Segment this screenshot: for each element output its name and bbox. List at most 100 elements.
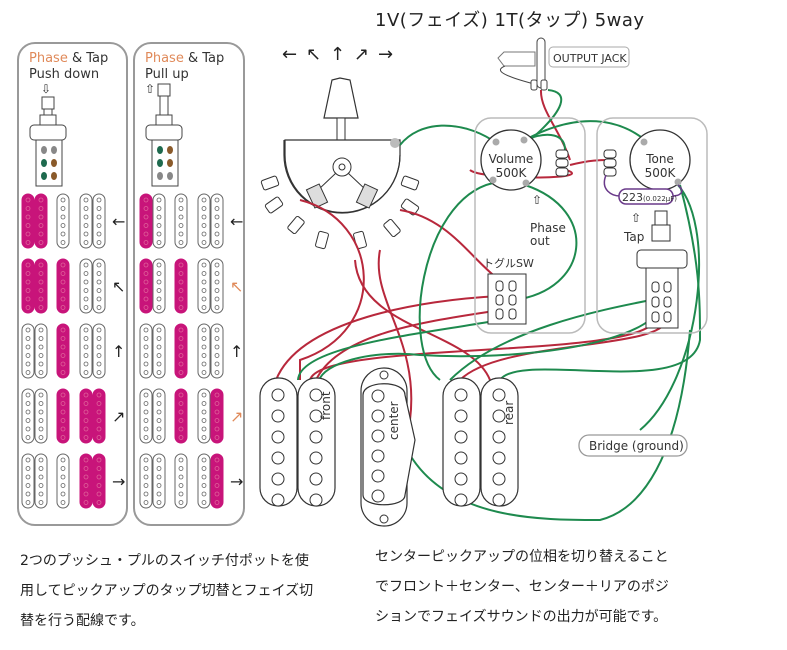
pickup-coil-front-2 bbox=[34, 388, 48, 444]
pickup-coil-rear-1 bbox=[197, 388, 211, 444]
caption-right-line: でフロント＋センター、センター＋リアのポジ bbox=[375, 579, 669, 595]
toggle-lug bbox=[508, 308, 517, 320]
ground-wire bbox=[449, 299, 652, 381]
pickup-coil-front-1 bbox=[139, 323, 153, 379]
pickup-coil-rear-2 bbox=[210, 388, 224, 444]
position-arrow-icon: ↖ bbox=[230, 277, 243, 296]
position-arrow-icon: ↑ bbox=[112, 342, 125, 361]
pickup-coil-rear-2 bbox=[210, 258, 224, 314]
pickup-coil-front-1 bbox=[139, 193, 153, 249]
lug-dot bbox=[167, 159, 173, 167]
switch-lug bbox=[260, 175, 280, 191]
pickup-coil-rear-1 bbox=[79, 323, 93, 379]
pickup-coil-center bbox=[174, 193, 188, 249]
pickup-coil-front-2 bbox=[34, 323, 48, 379]
caption-left-line: 替を行う配線です。 bbox=[20, 613, 145, 629]
toggle-switch[interactable]: トグルSW bbox=[483, 256, 534, 325]
toggle-lug bbox=[495, 294, 504, 306]
volume-value: 500K bbox=[496, 166, 528, 180]
tone-pot[interactable]: Tone 500K 223 (0.022μF) ⇧ Tap bbox=[603, 129, 691, 244]
pickup-coil-rear-1 bbox=[79, 388, 93, 444]
phase-label: Phase bbox=[29, 51, 68, 66]
pickup-coil-front-1 bbox=[139, 453, 153, 509]
pickup-coil-front-1 bbox=[21, 193, 35, 249]
switch-lug bbox=[353, 230, 367, 250]
lug-dot bbox=[157, 146, 163, 154]
position-arrow-icon: → bbox=[230, 472, 243, 491]
pickup-coil-center bbox=[174, 258, 188, 314]
volume-cavity bbox=[474, 117, 586, 334]
lug-dot bbox=[51, 146, 57, 154]
pickup-coil-front-1 bbox=[21, 453, 35, 509]
five-way-switch[interactable] bbox=[260, 77, 420, 250]
ground-wire bbox=[399, 124, 493, 146]
pickup-coil-rear-2 bbox=[210, 453, 224, 509]
caption-right-line: ションでフェイズサウンドの出力が可能です。 bbox=[375, 609, 668, 625]
push-arrow-icon: ⇩ bbox=[41, 82, 51, 96]
caption-left-line: 用してピックアップのタップ切替とフェイズ切 bbox=[20, 583, 314, 599]
pickup-coil-center bbox=[174, 388, 188, 444]
volume-label: Volume bbox=[489, 152, 534, 166]
pickup-coil-rear-1 bbox=[197, 193, 211, 249]
toggle-lug bbox=[508, 280, 517, 292]
pickup-coil-front-2 bbox=[152, 323, 166, 379]
pull-arrow-icon: ⇧ bbox=[145, 82, 155, 96]
switch-position-arrow-icon: ↗ bbox=[354, 44, 369, 65]
tap-push-pull-switch[interactable] bbox=[636, 210, 688, 329]
switch-lug bbox=[383, 218, 401, 238]
pickup-coil-center bbox=[56, 323, 70, 379]
position-arrow-icon: ← bbox=[112, 212, 125, 231]
tone-cavity bbox=[596, 117, 708, 334]
caption-left: 2つのプッシュ・プルのスイッチ付ポットを使 用してピックアップのタップ切替とフェ… bbox=[20, 546, 313, 636]
position-arrow-icon: ↖ bbox=[112, 277, 125, 296]
pickup-coil-rear-1 bbox=[79, 453, 93, 509]
position-arrow-icon: ↗ bbox=[112, 407, 125, 426]
pickup-coil-center bbox=[56, 258, 70, 314]
tap-up-arrow-icon: ⇧ bbox=[631, 211, 641, 225]
lug-dot bbox=[41, 146, 47, 154]
position-arrow-icon: ← bbox=[230, 212, 243, 231]
mode-label: Push down bbox=[29, 67, 100, 82]
volume-pot[interactable]: Volume 500K ⇧ Phase out bbox=[480, 129, 569, 248]
caption-right-line: センターピックアップの位相を切り替えること bbox=[375, 549, 669, 565]
capacitor-value: (0.022μF) bbox=[643, 195, 677, 203]
pickup-coil-front-1 bbox=[139, 258, 153, 314]
capacitor-label: 223 bbox=[622, 191, 643, 204]
pickup-coil-rear-2 bbox=[92, 453, 106, 509]
caption-left-line: 2つのプッシュ・プルのスイッチ付ポットを使 bbox=[20, 553, 309, 569]
position-arrow-icon: ↗ bbox=[230, 407, 243, 426]
ground-wire bbox=[529, 89, 563, 141]
toggle-sw-label: トグルSW bbox=[483, 256, 534, 270]
pickup-coil-front-2 bbox=[152, 453, 166, 509]
front-label: front bbox=[319, 391, 333, 420]
toggle-lug bbox=[508, 294, 517, 306]
pickup-coil-rear-2 bbox=[210, 323, 224, 379]
caption-right: センターピックアップの位相を切り替えること でフロント＋センター、センター＋リア… bbox=[375, 542, 669, 632]
lug-dot bbox=[167, 172, 173, 180]
pickup-coil-front-2 bbox=[152, 258, 166, 314]
pickup-coil-center bbox=[174, 323, 188, 379]
pickup-coil-front-2 bbox=[34, 453, 48, 509]
ground-wire bbox=[513, 184, 578, 301]
lug-dot bbox=[41, 172, 47, 180]
position-arrow-icon: → bbox=[112, 472, 125, 491]
diagram-title: 1V(フェイズ) 1T(タップ) 5way bbox=[375, 10, 645, 31]
pickup-coil-center bbox=[174, 453, 188, 509]
switch-lug bbox=[663, 296, 672, 308]
ground-wire bbox=[499, 184, 702, 381]
toggle-lug bbox=[495, 280, 504, 292]
phase-out-label-2: out bbox=[530, 234, 550, 248]
mode-label: Pull up bbox=[145, 67, 189, 82]
pickup-coil-rear-2 bbox=[92, 323, 106, 379]
position-arrow-icon: ↑ bbox=[230, 342, 243, 361]
switch-lug bbox=[663, 281, 672, 293]
hot-wire bbox=[275, 295, 501, 381]
switch-lug bbox=[651, 281, 660, 293]
pickup-coil-rear-2 bbox=[92, 193, 106, 249]
front-humbucker: front bbox=[259, 377, 336, 507]
lug-dot bbox=[41, 159, 47, 167]
pickup-coil-center bbox=[56, 388, 70, 444]
pickup-coil-rear-1 bbox=[197, 453, 211, 509]
switch-lug bbox=[315, 230, 329, 250]
switch-lug bbox=[663, 311, 672, 323]
